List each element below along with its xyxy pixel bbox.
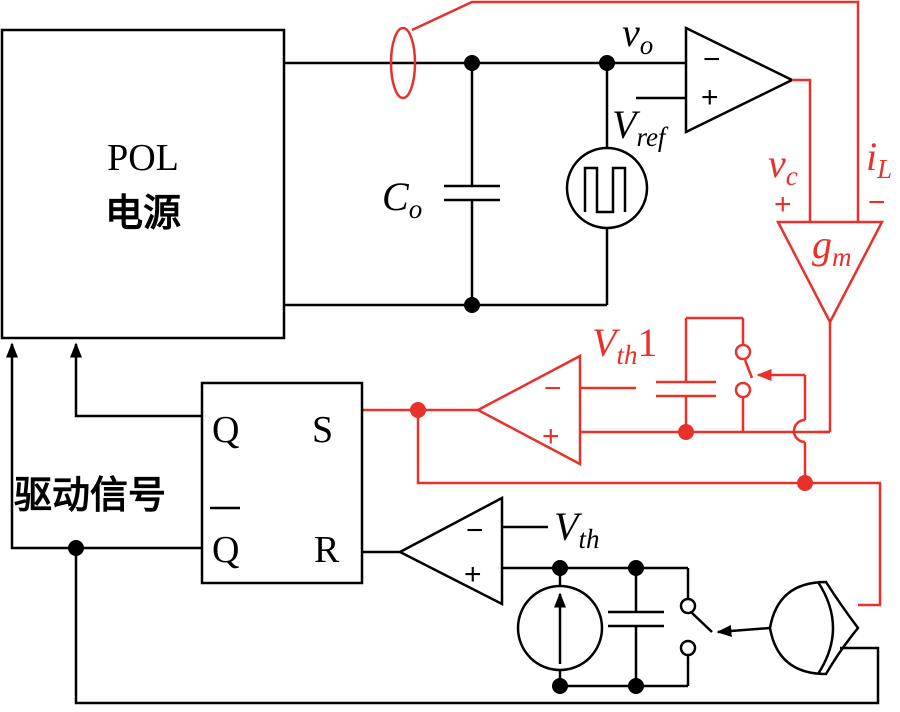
switch-contact bbox=[679, 639, 697, 657]
vth-label: Vth bbox=[554, 504, 599, 554]
capacitor-co-label: Co bbox=[382, 174, 422, 224]
node-dot bbox=[628, 560, 644, 576]
node-dot bbox=[797, 475, 813, 491]
vc-label: vc bbox=[768, 141, 798, 191]
switch-contact bbox=[734, 343, 752, 361]
pol-power-block bbox=[0, 28, 286, 340]
error-amp-plus-sign: + bbox=[701, 81, 719, 114]
ramp-switch-arm bbox=[691, 612, 713, 633]
flipflop-q-label: Q bbox=[212, 409, 239, 451]
vth-comparator-minus-sign: − bbox=[466, 514, 484, 547]
vth-comparator-plus-sign: + bbox=[464, 558, 482, 591]
pol-label: POL bbox=[107, 137, 179, 179]
vth1-comparator bbox=[475, 353, 582, 467]
sr-flipflop bbox=[200, 381, 364, 585]
current-sense-wire bbox=[411, 0, 860, 222]
vc-wire bbox=[792, 78, 812, 222]
error-amplifier bbox=[684, 25, 795, 135]
reset-switch-arm bbox=[743, 359, 754, 379]
vth1-comparator-plus-sign: + bbox=[542, 420, 560, 453]
il-minus-sign: − bbox=[868, 186, 886, 219]
node-dot bbox=[464, 297, 480, 313]
pulse-load-source bbox=[565, 146, 649, 230]
drive-signal-label: 驱动信号 bbox=[14, 473, 166, 517]
node-dot bbox=[552, 678, 568, 694]
qbar-drive-wire bbox=[5, 342, 202, 550]
current-sense-coil bbox=[389, 26, 417, 100]
switch-contact bbox=[679, 597, 697, 615]
vth1-comparator-minus-sign: − bbox=[544, 372, 562, 405]
or-gate bbox=[768, 580, 860, 676]
flipflop-qbar-label: Q bbox=[212, 529, 239, 571]
power-supply-label: 电源 bbox=[105, 191, 181, 235]
vth1-label: Vth1 bbox=[592, 320, 657, 370]
vref-label: Vref bbox=[612, 102, 669, 152]
vc-plus-sign: + bbox=[774, 188, 792, 221]
q-drive-wire bbox=[70, 342, 202, 418]
vo-label: vo bbox=[622, 10, 653, 60]
node-dot bbox=[678, 424, 694, 440]
gm-transconductance-amplifier bbox=[775, 220, 885, 325]
node-dot bbox=[628, 678, 644, 694]
flipflop-r-label: R bbox=[314, 529, 340, 571]
node-dot bbox=[464, 55, 480, 71]
node-dot bbox=[599, 55, 615, 71]
node-dot bbox=[552, 560, 568, 576]
pulse-waveform-icon bbox=[583, 166, 627, 214]
or-gate-output-arrow bbox=[716, 624, 771, 637]
error-amp-minus-sign: − bbox=[703, 43, 721, 76]
il-label: iL bbox=[866, 134, 892, 184]
or-gate-back-curve bbox=[816, 581, 835, 675]
vth-comparator bbox=[397, 495, 504, 607]
switch-contact bbox=[734, 381, 752, 399]
flipflop-s-label: S bbox=[312, 409, 333, 451]
gm-label: gm bbox=[812, 222, 852, 272]
